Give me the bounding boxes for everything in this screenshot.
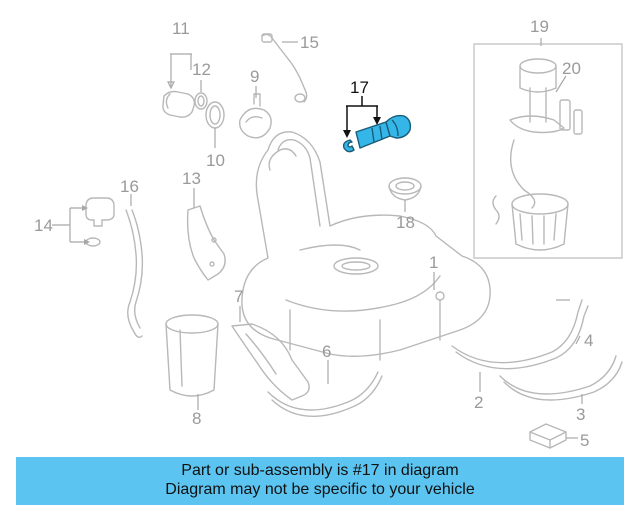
leaders-11-12 (167, 53, 202, 92)
part-14-valve (52, 197, 115, 247)
part-8-canister (165, 314, 219, 410)
part-15-harness (261, 33, 308, 103)
banner-line-1: Part or sub-assembly is #17 in diagram (181, 462, 459, 479)
callout-4: 4 (584, 331, 593, 350)
callout-7: 7 (234, 287, 243, 306)
part-10-seal (205, 101, 225, 148)
part-17-highlighted (342, 96, 412, 153)
callout-12: 12 (192, 60, 211, 79)
part-19-pump-module (473, 38, 623, 259)
callout-13: 13 (182, 169, 201, 188)
callout-18: 18 (396, 213, 415, 232)
part-13-bracket (186, 188, 226, 281)
callout-15: 15 (300, 33, 319, 52)
callout-19: 19 (530, 17, 549, 36)
callout-17: 17 (350, 78, 369, 97)
info-banner: Part or sub-assembly is #17 in diagram D… (16, 457, 624, 505)
part-6-strap (267, 360, 383, 418)
callout-5: 5 (580, 431, 589, 450)
callout-6: 6 (322, 342, 331, 361)
callout-16: 16 (120, 177, 139, 196)
parts-diagram: 1 2 3 4 5 6 7 8 9 10 11 12 13 14 15 16 1… (34, 17, 623, 450)
part-2-4-straps (451, 299, 623, 404)
callout-8: 8 (192, 409, 201, 428)
part-16-hose (125, 194, 144, 339)
callout-9: 9 (250, 67, 259, 86)
part-12-seal-ring (194, 92, 208, 110)
part-9-flange (238, 86, 272, 139)
callout-20: 20 (562, 59, 581, 78)
callout-10: 10 (206, 151, 225, 170)
callout-1: 1 (429, 253, 438, 272)
part-5-clip (529, 423, 578, 449)
callout-14: 14 (34, 216, 53, 235)
part-11-plug (162, 90, 196, 118)
banner-line-2: Diagram may not be specific to your vehi… (165, 481, 475, 498)
callout-11: 11 (172, 19, 190, 38)
callout-2: 2 (474, 393, 483, 412)
part-7-shield (231, 306, 310, 401)
part-18-ring (388, 177, 422, 212)
part-1-fuel-tank (241, 131, 491, 361)
callout-3: 3 (576, 405, 585, 424)
